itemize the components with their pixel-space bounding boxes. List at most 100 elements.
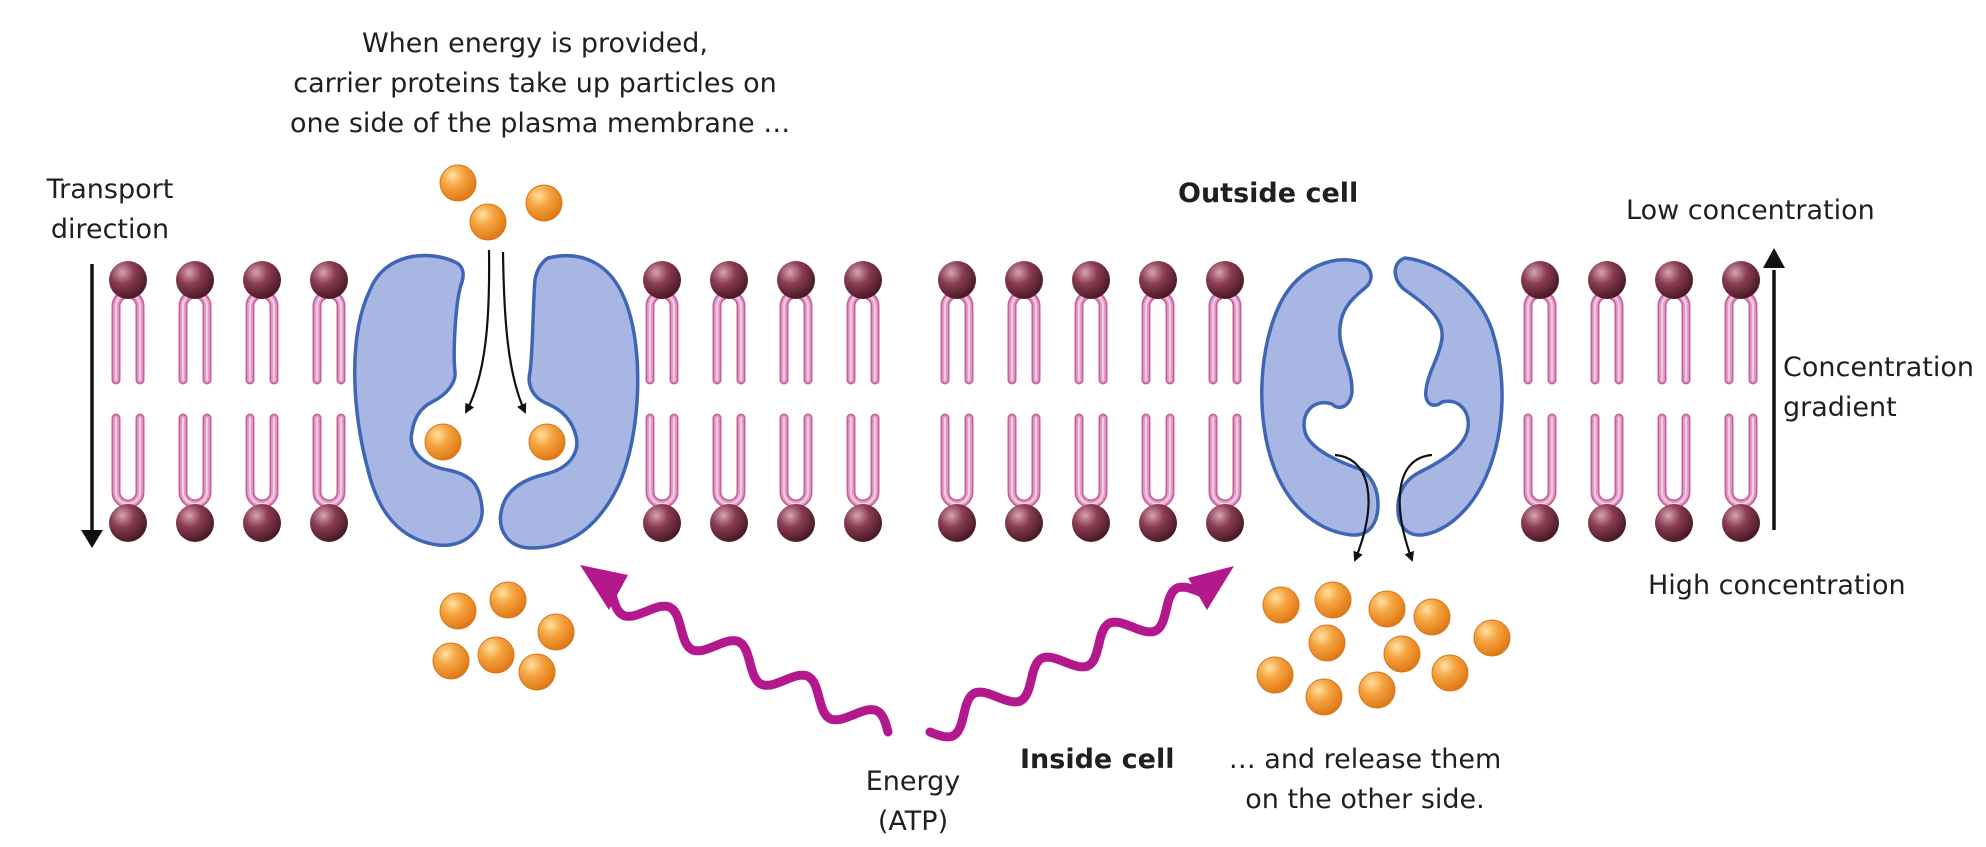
lipid-head-icon [1655,504,1693,542]
direction-arrow-icon [501,251,527,414]
concentration-gradient-label: Concentration gradient [1783,348,1974,428]
lipid-tail-icon [645,413,679,509]
release-caption-line: on the other side. [1245,784,1485,815]
lipid-head-icon [1139,504,1177,542]
lipid-tail-icon [1724,289,1758,385]
lipid-head-icon [109,261,147,299]
lipid-head-icon [1072,504,1110,542]
lipid-tail-icon [645,289,679,385]
intro-caption-line: carrier proteins take up particles on [293,68,777,99]
lipid-tail-icon [1074,413,1108,509]
particle-icon [439,592,477,630]
lipid-head-icon [1206,504,1244,542]
lipid-tail-icon [779,289,813,385]
inside-cell-label: Inside cell [1020,744,1175,775]
lipid-head-icon [1722,504,1760,542]
high-concentration-label: High concentration [1648,570,1906,601]
lipid-head-icon [109,504,147,542]
lipid-head-icon [710,504,748,542]
lipid-tail-icon [846,289,880,385]
lipid-head-icon [176,504,214,542]
energy-arrow-icon [580,565,628,610]
carrier-protein-icon [1260,258,1380,537]
particle-icon [1256,656,1294,694]
lipid-tail-icon [178,413,212,509]
lipid-head-icon [1139,261,1177,299]
lipid-tail-icon [312,289,346,385]
outside-cell-label: Outside cell [1178,178,1359,209]
particle-icon [518,653,556,691]
lipid-head-icon [1588,504,1626,542]
lipid-tail-icon [1007,413,1041,509]
lipid-head-icon [1521,504,1559,542]
low-concentration-label: Low concentration [1626,195,1875,226]
lipid-tail-icon [1007,289,1041,385]
lipid-tail-icon [1208,289,1242,385]
arrows [81,248,1785,742]
lipid-head-icon [844,504,882,542]
particle-icon [1308,624,1346,662]
release-caption: … and release them on the other side. [1205,740,1525,820]
lipid-tail-icon [1590,289,1624,385]
particle-icon [424,423,462,461]
lipid-tail-icon [1208,413,1242,509]
particle-icon [1473,619,1511,657]
particle-icon [525,184,563,222]
particle-icon [1305,678,1343,716]
lipid-head-icon [710,261,748,299]
particle-icon [1383,635,1421,673]
lipid-tail-icon [1657,289,1691,385]
carrier-protein-icon [498,253,640,550]
lipid-head-icon [176,261,214,299]
particle-icon [432,642,470,680]
lipid-tail-icon [940,289,974,385]
lipid-bilayer [109,261,1760,542]
direction-arrow-icon [465,249,491,414]
transport-direction-line: direction [50,214,170,245]
lipid-tail-icon [312,413,346,509]
energy-arrow-icon [1188,566,1234,610]
lipid-tail-icon [1141,289,1175,385]
transport-direction-label: Transport direction [20,170,200,250]
particle-icon [1431,654,1469,692]
lipid-head-icon [310,504,348,542]
energy-arrow-icon [607,589,893,737]
lipid-head-icon [643,504,681,542]
direction-arrow-icon [1398,453,1433,562]
intro-caption: When energy is provided, carrier protein… [290,24,791,144]
lipid-head-icon [1655,261,1693,299]
lipid-tail-icon [846,413,880,509]
energy-label-line: (ATP) [877,806,949,837]
lipid-tail-icon [245,413,279,509]
lipid-head-icon [1005,504,1043,542]
particle-icon [1413,598,1451,636]
carrier-protein-icon [353,253,484,547]
lipid-tail-icon [1523,289,1557,385]
particle-icon [489,581,527,619]
lipid-tail-icon [1657,413,1691,509]
particle-icon [1358,671,1396,709]
lipid-head-icon [310,261,348,299]
lipid-head-icon [1206,261,1244,299]
lipid-tail-icon [779,413,813,509]
particle-icon [439,164,477,202]
energy-label: Energy (ATP) [848,762,978,842]
particle-icon [1314,581,1352,619]
direction-arrow-icon [81,530,103,548]
lipid-head-icon [1722,261,1760,299]
direction-arrow-icon [1763,248,1785,268]
lipid-head-icon [938,504,976,542]
particle-icon [537,613,575,651]
lipid-head-icon [777,261,815,299]
lipid-head-icon [643,261,681,299]
particle-icon [528,423,566,461]
intro-caption-line: one side of the plasma membrane … [290,108,791,139]
lipid-head-icon [243,261,281,299]
lipid-tail-icon [245,289,279,385]
lipid-tail-icon [1523,413,1557,509]
lipid-head-icon [844,261,882,299]
lipid-tail-icon [940,413,974,509]
particle-icon [477,636,515,674]
